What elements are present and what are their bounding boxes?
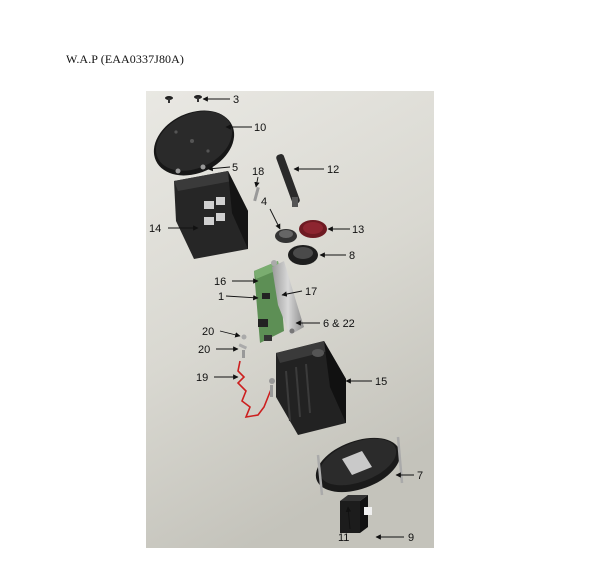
antenna-part bbox=[276, 154, 300, 207]
bolt-part bbox=[253, 186, 260, 202]
callout-3: 3 bbox=[233, 94, 239, 106]
callout-19: 19 bbox=[196, 372, 208, 384]
nut-part bbox=[175, 164, 206, 174]
small-screws-part bbox=[238, 334, 248, 358]
top-cap-part bbox=[153, 110, 235, 176]
upper-housing-part bbox=[174, 171, 248, 259]
callout-15: 15 bbox=[375, 376, 387, 388]
callout-7: 7 bbox=[417, 470, 423, 482]
callout-20-lower: 20 bbox=[198, 344, 210, 356]
exploded-parts-diagram: 3 10 5 18 12 4 13 14 8 16 1 17 20 6 & 22… bbox=[146, 91, 434, 548]
document-title: W.A.P (EAA0337J80A) bbox=[66, 52, 185, 66]
callout-9: 9 bbox=[408, 532, 414, 544]
callout-5: 5 bbox=[232, 162, 238, 174]
cable-part bbox=[236, 360, 273, 419]
foot-block-part bbox=[340, 495, 372, 533]
screw-part bbox=[165, 95, 202, 103]
callout-leaders bbox=[168, 96, 414, 540]
callout-20-upper: 20 bbox=[202, 326, 214, 338]
callout-1: 1 bbox=[218, 291, 224, 303]
callout-8: 8 bbox=[349, 250, 355, 262]
lower-housing-part bbox=[269, 341, 346, 435]
callout-labels: 3 10 5 18 12 4 13 14 8 16 1 17 20 6 & 22… bbox=[149, 94, 423, 544]
callout-10: 10 bbox=[254, 122, 266, 134]
callout-4: 4 bbox=[261, 196, 267, 208]
callout-14: 14 bbox=[149, 223, 161, 235]
callout-6-and-22: 6 & 22 bbox=[323, 318, 355, 330]
bracket-part bbox=[271, 260, 304, 335]
gasket-part bbox=[299, 220, 327, 238]
lens-ring-part bbox=[288, 245, 318, 265]
callout-13: 13 bbox=[352, 224, 364, 236]
callout-16: 16 bbox=[214, 276, 226, 288]
callout-11: 11 bbox=[338, 532, 349, 544]
callout-18: 18 bbox=[252, 166, 264, 178]
callout-12: 12 bbox=[327, 164, 339, 176]
ring-part bbox=[275, 229, 297, 243]
callout-17: 17 bbox=[305, 286, 317, 298]
